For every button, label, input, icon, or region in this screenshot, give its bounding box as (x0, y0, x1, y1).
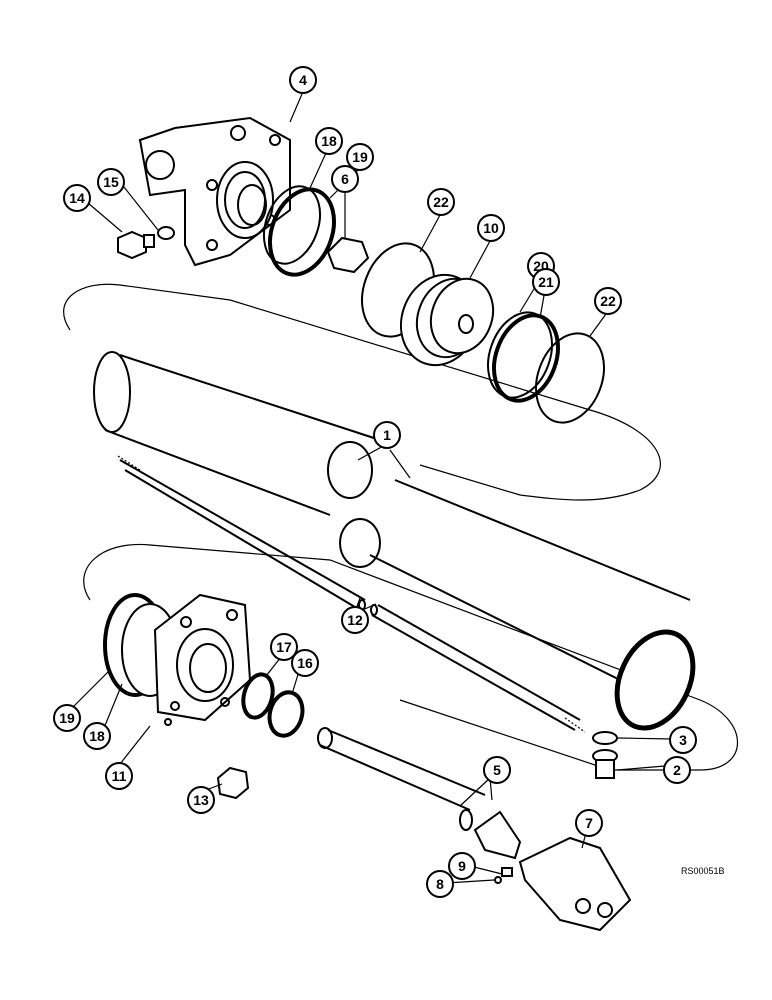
backup-ring-22-right (535, 332, 605, 424)
callout-12: 12 (341, 606, 369, 634)
svg-text:19: 19 (59, 710, 75, 726)
callout-10: 10 (477, 214, 505, 242)
callout-5: 5 (483, 756, 511, 784)
callout-1: 1 (373, 421, 401, 449)
o-ring-3 (592, 731, 618, 745)
piston-10 (399, 273, 495, 367)
leader-lines (71, 93, 673, 884)
callout-16: 16 (291, 649, 319, 677)
svg-text:16: 16 (297, 655, 313, 671)
callout-labels: 4 18 19 15 14 6 22 10 20 21 22 1 12 17 1… (53, 66, 697, 898)
set-screw-9 (501, 867, 513, 877)
cylinder-barrel-1 (93, 351, 696, 731)
callout-3: 3 (669, 726, 697, 754)
svg-text:18: 18 (89, 728, 105, 744)
piston-rod-5 (317, 727, 522, 860)
callout-19: 19 (53, 704, 81, 732)
callout-4: 4 (289, 66, 317, 94)
upper-group-outline (63, 283, 661, 501)
callout-13: 13 (187, 786, 215, 814)
ball-8 (494, 876, 502, 884)
svg-text:17: 17 (276, 639, 292, 655)
callout-21: 21 (532, 268, 560, 296)
svg-text:15: 15 (103, 174, 119, 190)
svg-text:14: 14 (69, 190, 85, 206)
svg-text:10: 10 (483, 220, 499, 236)
o-ring-19-upper (268, 187, 336, 277)
washer-15 (157, 226, 175, 240)
clevis-7 (518, 836, 632, 932)
callout-18: 18 (315, 127, 343, 155)
svg-text:13: 13 (193, 792, 209, 808)
callout-6: 6 (331, 165, 359, 193)
nut-6 (326, 236, 370, 274)
seal-ring-18-upper (262, 185, 322, 265)
callout-7: 7 (575, 809, 603, 837)
tie-rod-12 (117, 455, 586, 733)
callout-18: 18 (83, 722, 111, 750)
svg-text:2: 2 (673, 762, 681, 778)
svg-text:22: 22 (600, 293, 616, 309)
reference-code: RS00051B (681, 866, 725, 876)
callout-15: 15 (97, 168, 125, 196)
svg-text:8: 8 (436, 876, 444, 892)
nut-13 (216, 766, 250, 800)
svg-text:3: 3 (679, 732, 687, 748)
svg-text:22: 22 (433, 194, 449, 210)
svg-text:9: 9 (458, 858, 466, 874)
lower-group-outline (83, 543, 738, 771)
svg-text:19: 19 (352, 149, 368, 165)
callout-2: 2 (663, 756, 691, 784)
callout-17: 17 (270, 633, 298, 661)
ring-16 (267, 690, 305, 738)
fitting-2 (592, 749, 618, 779)
callout-8: 8 (426, 870, 454, 898)
callout-19: 19 (346, 143, 374, 171)
o-ring-21 (492, 313, 560, 403)
svg-text:11: 11 (112, 768, 127, 784)
svg-text:6: 6 (341, 171, 349, 187)
svg-text:1: 1 (383, 427, 391, 443)
callout-22: 22 (594, 287, 622, 315)
callout-11: 11 (105, 762, 133, 790)
cylinder-head-lower (103, 593, 252, 726)
callout-14: 14 (63, 184, 91, 212)
plug-14 (117, 230, 155, 260)
callout-9: 9 (448, 852, 476, 880)
svg-text:18: 18 (321, 133, 337, 149)
svg-text:7: 7 (585, 815, 593, 831)
svg-text:21: 21 (538, 274, 554, 290)
ring-17 (241, 672, 275, 720)
callout-22: 22 (427, 188, 455, 216)
svg-text:12: 12 (347, 612, 363, 628)
cylinder-head-upper (138, 116, 291, 267)
svg-text:5: 5 (493, 762, 501, 778)
svg-text:4: 4 (299, 72, 307, 88)
